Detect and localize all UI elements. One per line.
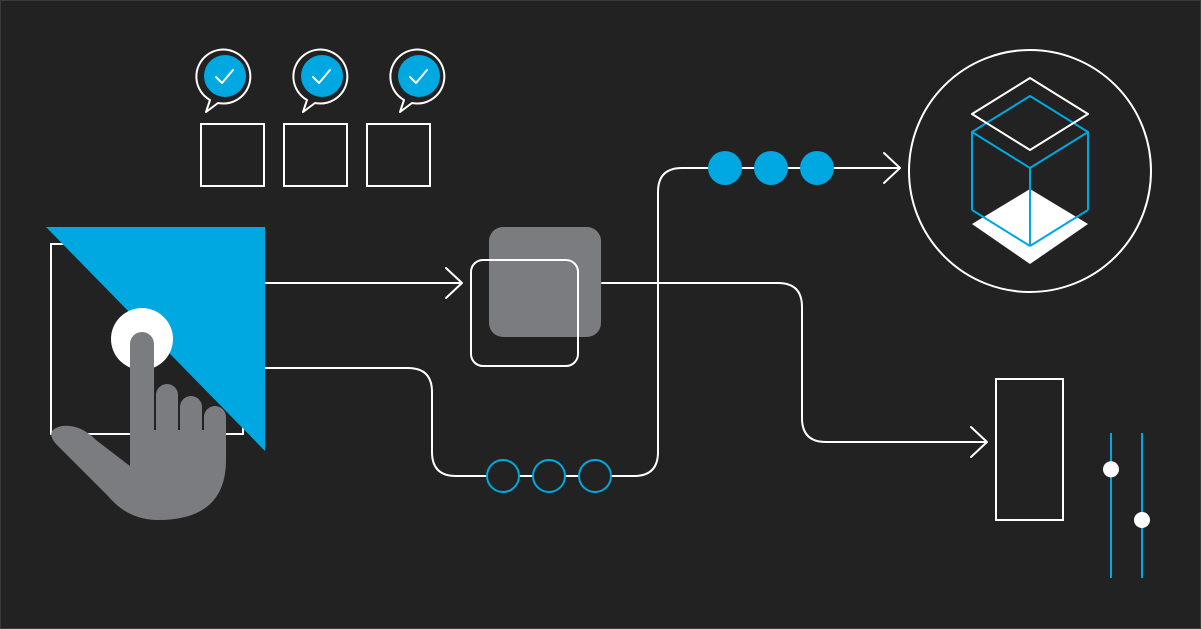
checklist-box (283, 123, 348, 187)
cube-lid (971, 77, 1089, 151)
input-node (46, 227, 265, 520)
checkmark-bubble-icon (292, 48, 349, 113)
queue-item-hollow (532, 459, 566, 493)
vertical-sliders-icon (1103, 433, 1150, 578)
checkmark-bubble-icon (195, 48, 252, 113)
queue-item-hollow (486, 459, 520, 493)
output-document (995, 378, 1064, 521)
connectors (264, 152, 988, 477)
hand-pointer-icon (51, 332, 227, 520)
cube-container-circle (908, 49, 1152, 293)
slider-knob-left (1103, 461, 1119, 478)
queue-filled (708, 151, 834, 185)
queue-item-filled (800, 151, 834, 185)
processing-box-filled (489, 227, 601, 337)
queue-item-hollow (578, 459, 612, 493)
checkmark-bubble-icon (389, 48, 446, 113)
approval-group (195, 48, 446, 187)
slider-knob-right (1134, 512, 1150, 528)
processing-box-outline (470, 259, 579, 367)
queue-hollow (486, 459, 612, 493)
connector-to-document (601, 282, 986, 443)
arrow-right-icon (445, 267, 463, 299)
queue-item-filled (754, 151, 788, 185)
isometric-cube-icon (908, 49, 1152, 293)
processing-node (470, 227, 601, 367)
cube-top (971, 95, 1089, 169)
arrow-right-icon (970, 426, 988, 458)
queue-item-filled (708, 151, 742, 185)
checklist-box (200, 123, 265, 187)
checklist-box (366, 123, 431, 187)
arrow-right-icon (883, 152, 901, 184)
